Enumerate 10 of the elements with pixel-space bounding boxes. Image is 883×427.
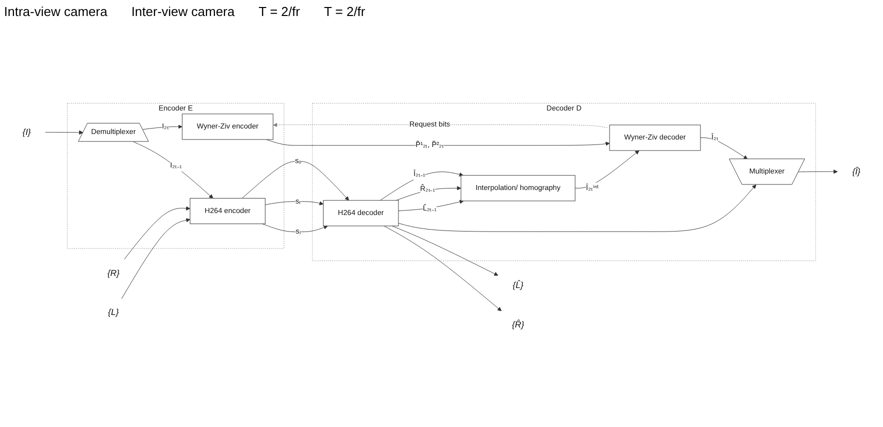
node-text: {R} (107, 268, 120, 278)
node-text: {I} (22, 127, 31, 137)
note-text: Intra-view camera (4, 4, 108, 19)
node-text: {L̂} (512, 280, 524, 290)
note-text: T = 2/fr (258, 4, 300, 19)
note-text: T = 2/fr (324, 4, 366, 19)
node-text: {R̂} (512, 320, 524, 330)
node-text: {Î} (852, 166, 860, 176)
node-text: {L} (108, 307, 119, 318)
note-text: Inter-view camera (131, 4, 235, 19)
